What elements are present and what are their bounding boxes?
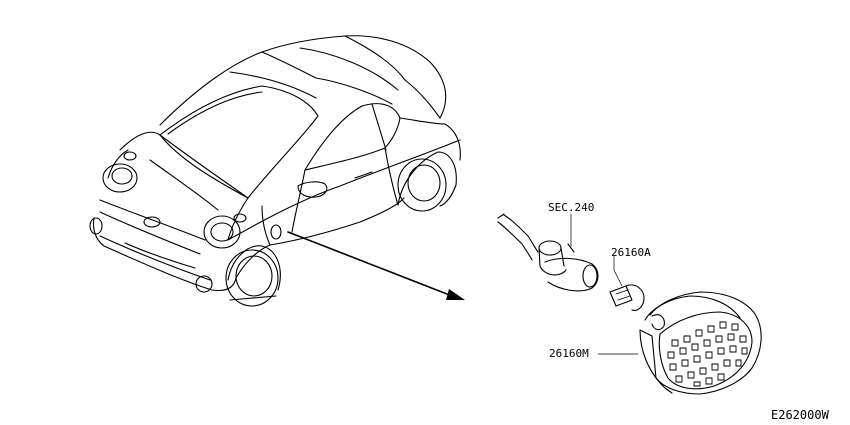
diagram-code: E262000W [771, 408, 830, 422]
wedge-bulb [609, 284, 645, 311]
side-turn-lamp [639, 291, 762, 395]
label-26160a: 26160A [611, 246, 651, 259]
label-sec-240: SEC.240 [548, 201, 594, 214]
bulb-socket [497, 213, 599, 292]
leader-lines [570, 213, 639, 355]
car-illustration [89, 35, 461, 307]
callout-arrow [287, 231, 465, 300]
label-26160m: 26160M [549, 347, 589, 360]
